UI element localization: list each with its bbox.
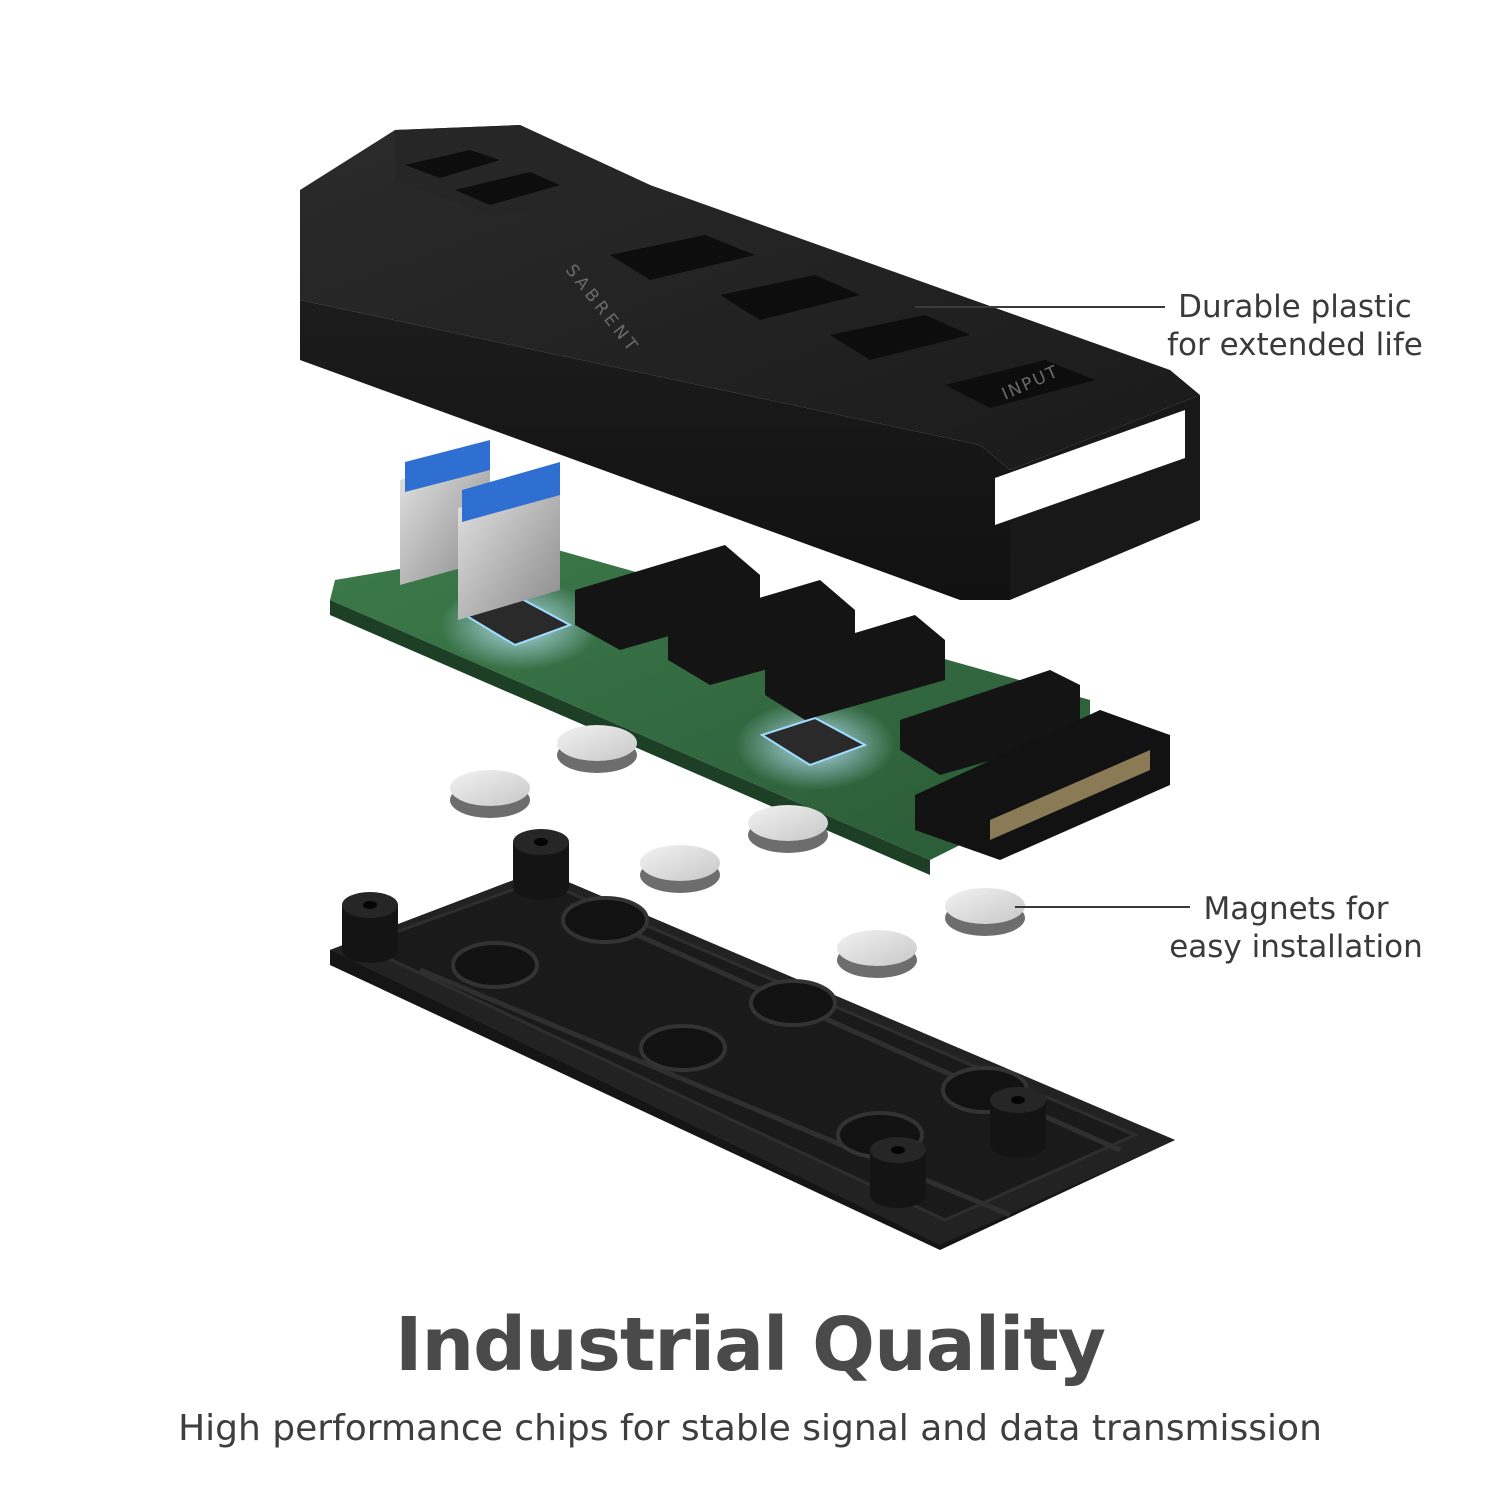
port-slots — [405, 150, 1095, 408]
magnet — [557, 725, 637, 773]
magnet — [748, 805, 828, 853]
usb-ports — [400, 440, 560, 620]
subheadline: High performance chips for stable signal… — [178, 1408, 1322, 1449]
screw-posts — [342, 829, 1046, 1208]
callout-magnets-line1: Magnets for — [1203, 891, 1389, 927]
magnet-seats — [451, 896, 1029, 1159]
magnet — [837, 930, 917, 978]
headline: Industrial Quality — [394, 1302, 1106, 1388]
callout-plastic-line1: Durable plastic — [1178, 289, 1412, 325]
input-port-opening — [995, 410, 1185, 525]
controller-chip — [759, 716, 868, 767]
usb-headers — [575, 545, 1080, 775]
magnet — [945, 888, 1025, 936]
sata-connector — [915, 710, 1170, 860]
callout-plastic-line2: for extended life — [1167, 327, 1423, 363]
hub-housing: SABRENT INPUT — [300, 125, 1200, 600]
magnets — [450, 725, 1025, 978]
magnet — [450, 770, 530, 818]
base-plate — [330, 829, 1175, 1250]
callout-magnets-line2: easy installation — [1169, 929, 1423, 965]
magnet — [640, 845, 720, 893]
callout-durable-plastic: Durable plastic for extended life — [1165, 288, 1425, 364]
callout-magnets: Magnets for easy installation — [1168, 890, 1424, 966]
